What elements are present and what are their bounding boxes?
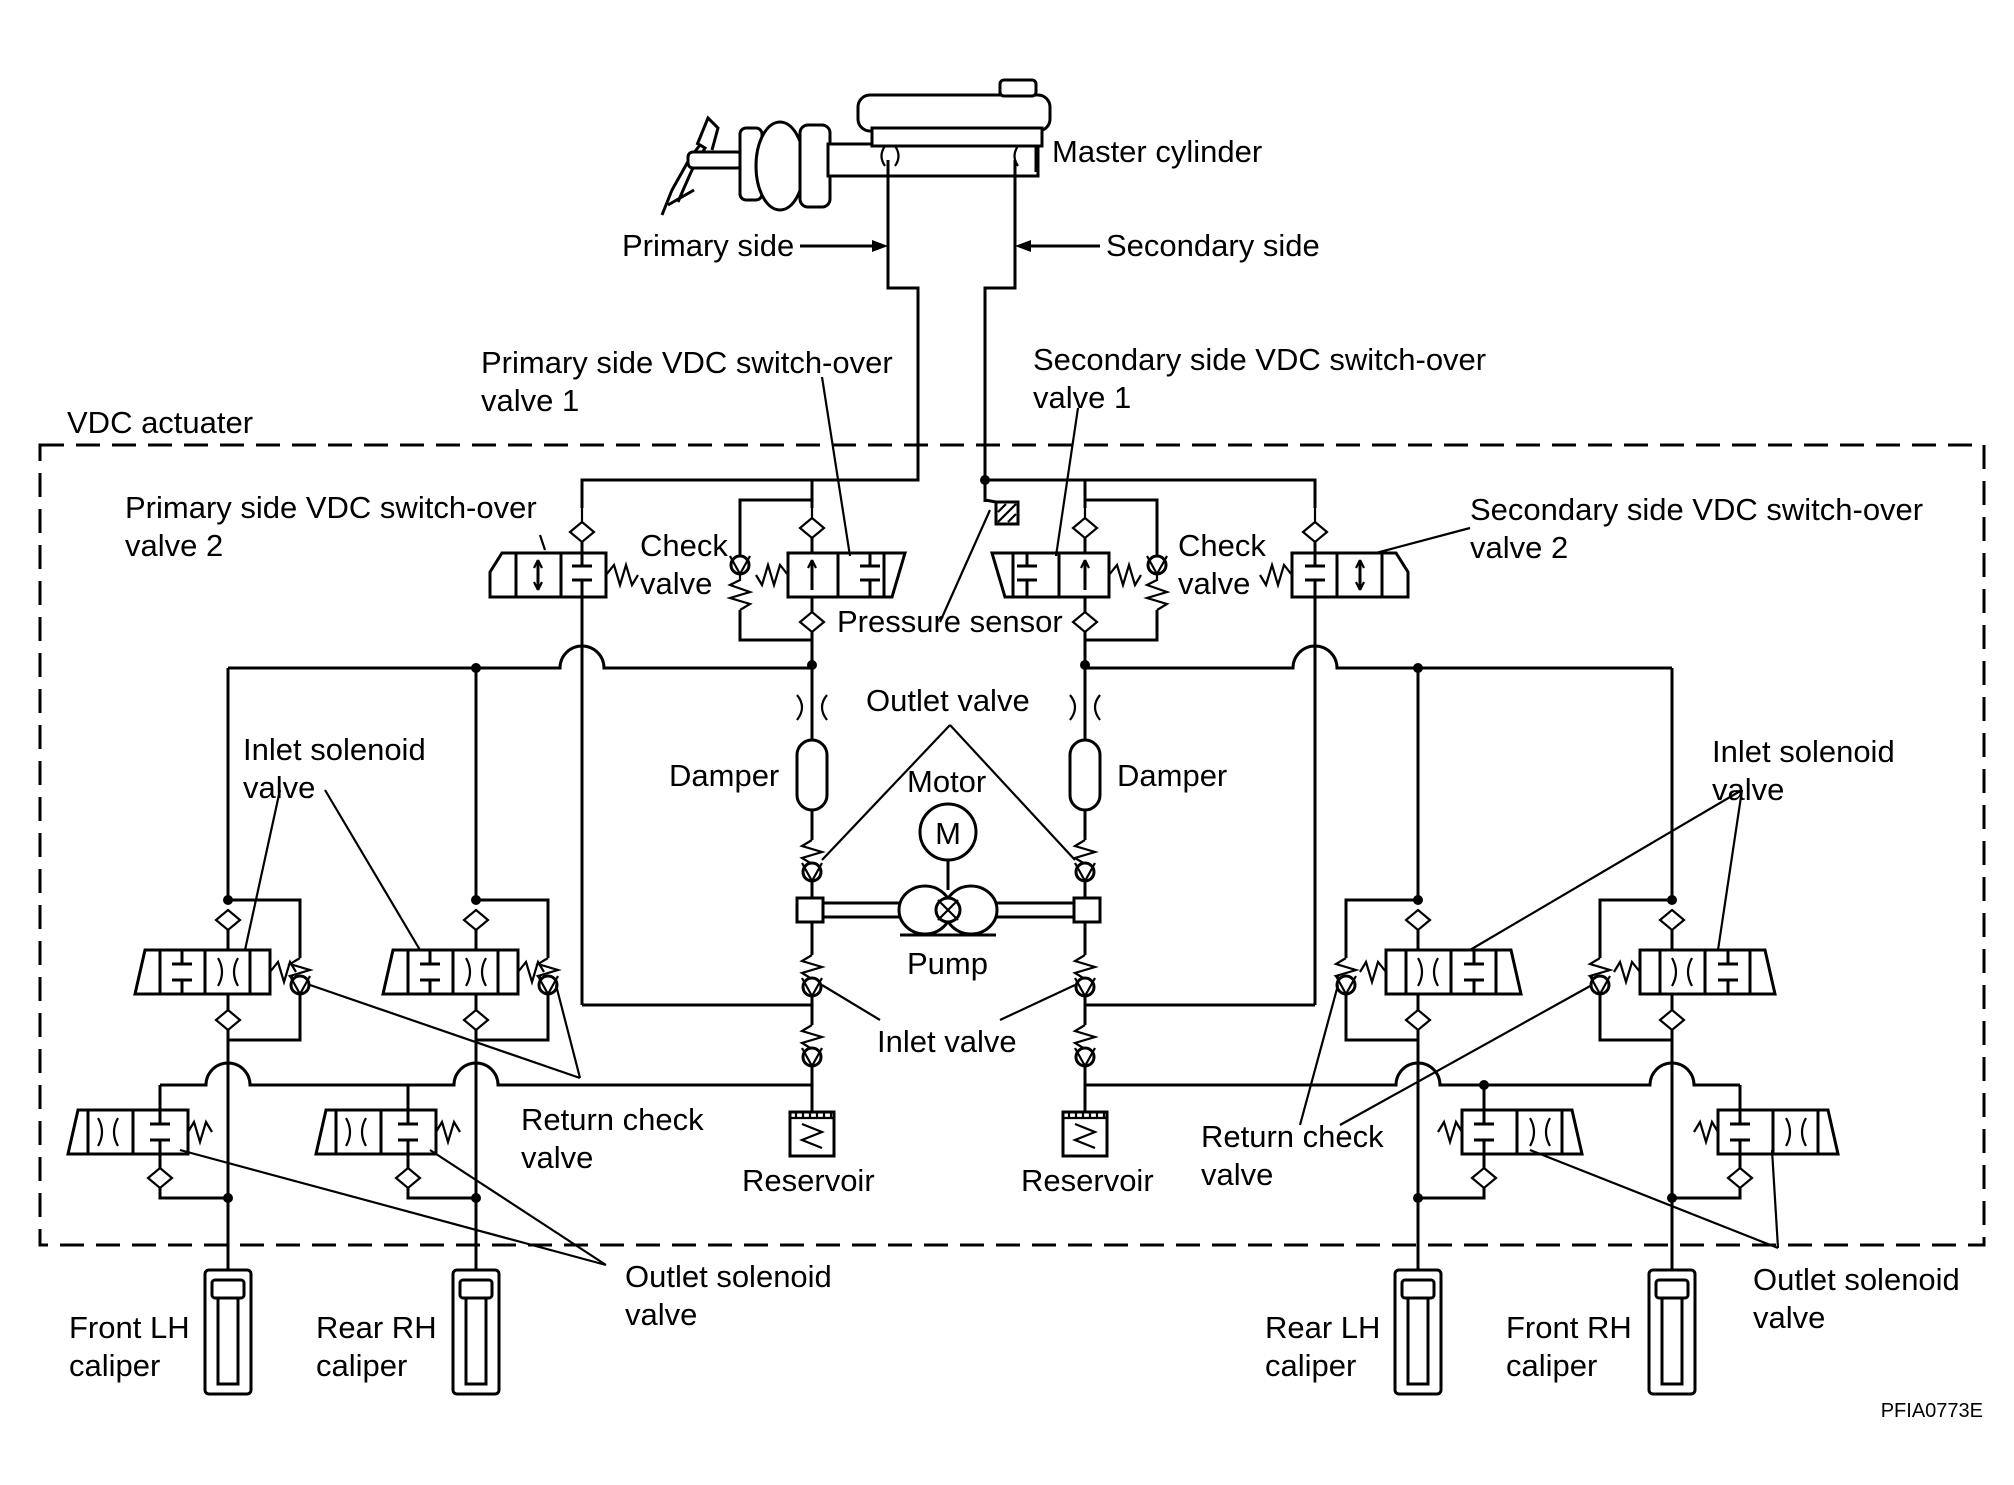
label-outlet-solenoid-left-line2: valve xyxy=(625,1297,697,1332)
pressure-sensor xyxy=(980,475,1020,526)
primary-switch-over-valve-1 xyxy=(726,480,908,665)
label-secondary-switch-2-line2: valve 2 xyxy=(1470,530,1568,565)
pump-circuit: M xyxy=(582,660,1315,1158)
label-pressure-sensor: Pressure sensor xyxy=(837,604,1063,639)
label-primary-switch-2-line1: Primary side VDC switch-over xyxy=(125,490,537,525)
label-inlet-valve: Inlet valve xyxy=(877,1024,1017,1059)
label-inlet-solenoid-left-line2: valve xyxy=(243,770,315,805)
label-figure-code: PFIA0773E xyxy=(1881,1400,1983,1422)
label-check-valve-right-line1: Check xyxy=(1178,528,1266,563)
label-rear-lh-caliper-line1: Rear LH xyxy=(1265,1310,1380,1345)
primary-switch-over-valve-2 xyxy=(488,508,639,1005)
label-secondary-switch-1-line1: Secondary side VDC switch-over xyxy=(1033,342,1486,377)
left-wheel-circuits xyxy=(66,644,812,1396)
label-return-check-left-line1: Return check xyxy=(521,1102,704,1137)
label-rear-lh-caliper-line2: caliper xyxy=(1265,1348,1356,1383)
label-damper-right: Damper xyxy=(1117,758,1227,793)
label-primary-switch-2-line2: valve 2 xyxy=(125,528,223,563)
label-vdc-actuator: VDC actuater xyxy=(67,405,253,440)
label-return-check-right-line1: Return check xyxy=(1201,1119,1384,1154)
right-wheel-circuits xyxy=(1085,644,1840,1396)
label-outlet-solenoid-left-line1: Outlet solenoid xyxy=(625,1259,832,1294)
label-pump: Pump xyxy=(907,946,988,981)
label-inlet-solenoid-left-line1: Inlet solenoid xyxy=(243,732,426,767)
label-check-valve-right-line2: valve xyxy=(1178,566,1250,601)
label-master-cylinder: Master cylinder xyxy=(1052,134,1262,169)
secondary-switch-over-valve-2 xyxy=(1259,508,1410,1005)
label-reservoir-right: Reservoir xyxy=(1021,1163,1154,1198)
label-secondary-side: Secondary side xyxy=(1106,228,1320,263)
motor-symbol: M xyxy=(935,816,961,851)
label-secondary-switch-2-line1: Secondary side VDC switch-over xyxy=(1470,492,1923,527)
label-front-lh-caliper-line1: Front LH xyxy=(69,1310,190,1345)
label-primary-switch-1-line1: Primary side VDC switch-over xyxy=(481,345,893,380)
label-primary-switch-1-line2: valve 1 xyxy=(481,383,579,418)
label-motor: Motor xyxy=(907,764,986,799)
label-inlet-solenoid-right-line1: Inlet solenoid xyxy=(1712,734,1895,769)
label-damper-left: Damper xyxy=(669,758,779,793)
leader-lines xyxy=(179,376,1780,1267)
label-secondary-switch-1-line2: valve 1 xyxy=(1033,380,1131,415)
label-outlet-solenoid-right-line1: Outlet solenoid xyxy=(1753,1262,1960,1297)
label-inlet-solenoid-right-line2: valve xyxy=(1712,772,1784,807)
label-outlet-valve: Outlet valve xyxy=(866,683,1030,718)
label-check-valve-left-line1: Check xyxy=(640,528,728,563)
label-front-rh-caliper-line1: Front RH xyxy=(1506,1310,1632,1345)
label-reservoir-left: Reservoir xyxy=(742,1163,875,1198)
secondary-switch-over-valve-1 xyxy=(989,480,1171,665)
diagram-labels: Master cylinder Primary side Secondary s… xyxy=(67,134,1983,1422)
label-return-check-left-line2: valve xyxy=(521,1140,593,1175)
label-check-valve-left-line2: valve xyxy=(640,566,712,601)
label-primary-side: Primary side xyxy=(622,228,794,263)
label-front-lh-caliper-line2: caliper xyxy=(69,1348,160,1383)
label-outlet-solenoid-right-line2: valve xyxy=(1753,1300,1825,1335)
label-rear-rh-caliper-line1: Rear RH xyxy=(316,1310,437,1345)
label-front-rh-caliper-line2: caliper xyxy=(1506,1348,1597,1383)
master-cylinder-assembly xyxy=(580,78,1317,508)
label-return-check-right-line2: valve xyxy=(1201,1157,1273,1192)
label-rear-rh-caliper-line2: caliper xyxy=(316,1348,407,1383)
vdc-actuator-boundary xyxy=(38,443,1986,1247)
